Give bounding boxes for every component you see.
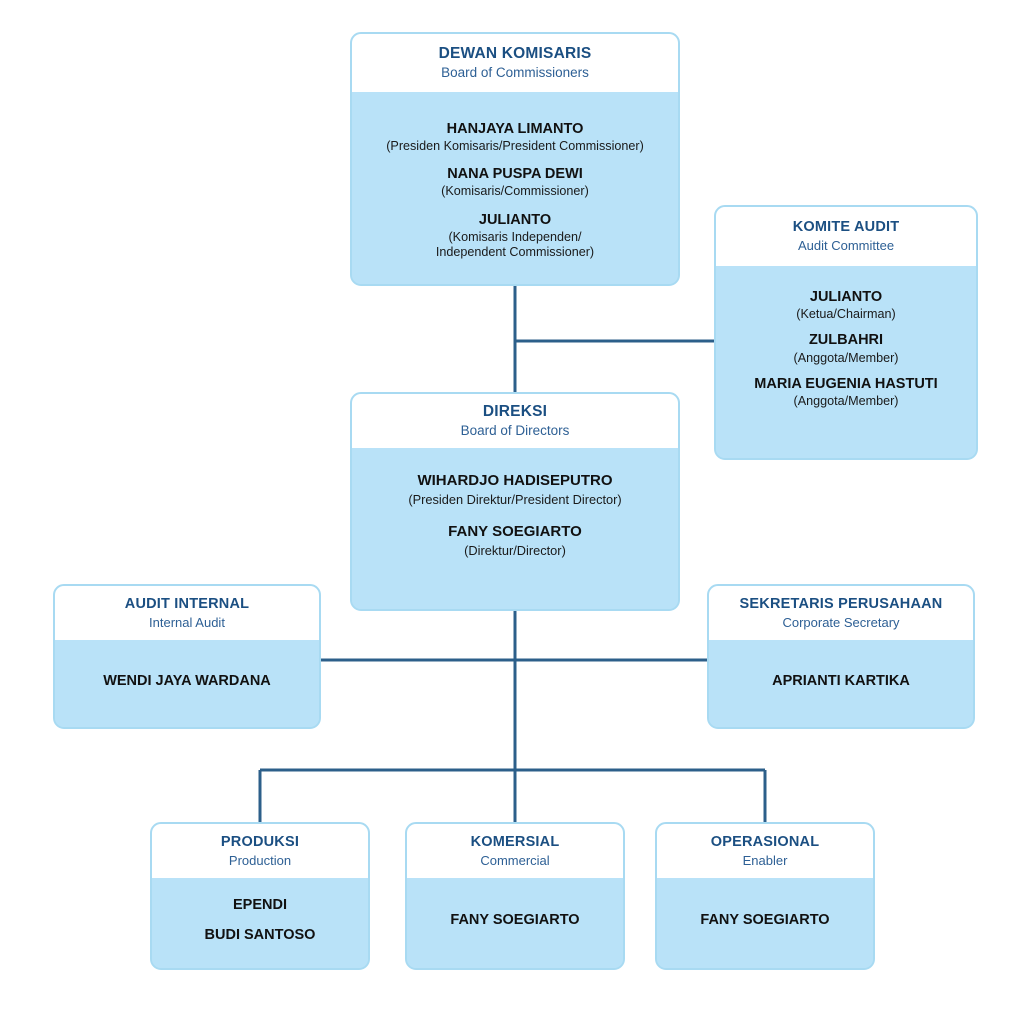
person-entry: JULIANTO (Ketua/Chairman) xyxy=(724,288,968,322)
person-entry: EPENDI xyxy=(160,896,360,914)
box-header: KOMERSIAL Commercial xyxy=(407,824,623,878)
person-role: (Direktur/Director) xyxy=(464,543,566,559)
person-name: BUDI SANTOSO xyxy=(204,927,316,943)
person-name: FANY SOEGIARTO xyxy=(448,523,582,541)
box-subtitle: Production xyxy=(228,852,292,868)
box-dewan-komisaris[interactable]: DEWAN KOMISARIS Board of Commissioners H… xyxy=(350,32,680,286)
person-entry: JULIANTO (Komisaris Independen/Independe… xyxy=(360,211,670,261)
person-role: (Presiden Direktur/President Director) xyxy=(408,491,622,507)
box-header: SEKRETARIS PERUSAHAAN Corporate Secretar… xyxy=(709,586,973,640)
person-name: JULIANTO xyxy=(478,211,552,228)
box-body: WIHARDJO HADISEPUTRO (Presiden Direktur/… xyxy=(352,448,678,609)
person-entry: WENDI JAYA WARDANA xyxy=(63,672,311,690)
person-entry: ZULBAHRI (Anggota/Member) xyxy=(724,331,968,365)
box-body: FANY SOEGIARTO xyxy=(407,878,623,968)
box-body: HANJAYA LIMANTO (Presiden Komisaris/Pres… xyxy=(352,92,678,284)
person-entry: NANA PUSPA DEWI (Komisaris/Commissioner) xyxy=(360,165,670,199)
person-role: (Anggota/Member) xyxy=(793,394,899,409)
person-role: (Komisaris Independen/Independent Commis… xyxy=(435,229,595,260)
person-role: (Presiden Komisaris/President Commission… xyxy=(386,138,644,153)
box-title: DEWAN KOMISARIS xyxy=(438,44,592,62)
box-header: DIREKSI Board of Directors xyxy=(352,394,678,448)
box-direksi[interactable]: DIREKSI Board of Directors WIHARDJO HADI… xyxy=(350,392,680,611)
person-entry: HANJAYA LIMANTO (Presiden Komisaris/Pres… xyxy=(360,120,670,154)
box-title: AUDIT INTERNAL xyxy=(124,595,250,612)
box-header: KOMITE AUDIT Audit Committee xyxy=(716,207,976,266)
box-komersial[interactable]: KOMERSIAL Commercial FANY SOEGIARTO xyxy=(405,822,625,970)
box-body: APRIANTI KARTIKA xyxy=(709,640,973,727)
box-header: AUDIT INTERNAL Internal Audit xyxy=(55,586,319,640)
box-sekretaris-perusahaan[interactable]: SEKRETARIS PERUSAHAAN Corporate Secretar… xyxy=(707,584,975,729)
person-entry: WIHARDJO HADISEPUTRO (Presiden Direktur/… xyxy=(360,472,670,507)
box-body: FANY SOEGIARTO xyxy=(657,878,873,968)
box-audit-internal[interactable]: AUDIT INTERNAL Internal Audit WENDI JAYA… xyxy=(53,584,321,729)
person-name: NANA PUSPA DEWI xyxy=(447,166,583,183)
person-name: JULIANTO xyxy=(809,289,883,305)
person-entry: MARIA EUGENIA HASTUTI (Anggota/Member) xyxy=(724,375,968,409)
box-subtitle: Commercial xyxy=(480,852,550,868)
box-body: JULIANTO (Ketua/Chairman) ZULBAHRI (Angg… xyxy=(716,266,976,458)
box-subtitle: Enabler xyxy=(742,852,788,868)
person-role: (Komisaris/Commissioner) xyxy=(441,184,589,199)
person-entry: APRIANTI KARTIKA xyxy=(717,672,965,690)
person-role: (Ketua/Chairman) xyxy=(796,307,896,322)
box-title: PRODUKSI xyxy=(220,833,300,850)
box-header: OPERASIONAL Enabler xyxy=(657,824,873,878)
person-name: WENDI JAYA WARDANA xyxy=(103,673,271,690)
person-name: EPENDI xyxy=(233,896,287,913)
person-entry: BUDI SANTOSO xyxy=(160,926,360,944)
person-entry: FANY SOEGIARTO (Direktur/Director) xyxy=(360,523,670,558)
person-entry: FANY SOEGIARTO xyxy=(415,911,615,929)
box-body: WENDI JAYA WARDANA xyxy=(55,640,319,727)
box-subtitle: Audit Committee xyxy=(797,238,895,254)
box-subtitle: Board of Commissioners xyxy=(441,65,589,81)
person-name: APRIANTI KARTIKA xyxy=(772,673,910,690)
box-subtitle: Corporate Secretary xyxy=(782,614,900,630)
box-header: DEWAN KOMISARIS Board of Commissioners xyxy=(352,34,678,92)
box-title: SEKRETARIS PERUSAHAAN xyxy=(739,595,943,612)
person-name: FANY SOEGIARTO xyxy=(450,911,580,928)
person-name: ZULBAHRI xyxy=(808,332,884,349)
person-role: (Anggota/Member) xyxy=(793,350,899,365)
box-subtitle: Internal Audit xyxy=(149,614,225,630)
box-komite-audit[interactable]: KOMITE AUDIT Audit Committee JULIANTO (K… xyxy=(714,205,978,460)
person-name: MARIA EUGENIA HASTUTI xyxy=(754,375,938,392)
person-entry: FANY SOEGIARTO xyxy=(665,911,865,929)
person-name: HANJAYA LIMANTO xyxy=(446,120,584,137)
box-operasional[interactable]: OPERASIONAL Enabler FANY SOEGIARTO xyxy=(655,822,875,970)
box-header: PRODUKSI Production xyxy=(152,824,368,878)
box-subtitle: Board of Directors xyxy=(460,423,570,439)
box-produksi[interactable]: PRODUKSI Production EPENDI BUDI SANTOSO xyxy=(150,822,370,970)
person-name: FANY SOEGIARTO xyxy=(700,911,830,928)
box-title: KOMITE AUDIT xyxy=(792,219,900,236)
person-name: WIHARDJO HADISEPUTRO xyxy=(417,472,613,489)
box-title: KOMERSIAL xyxy=(470,833,560,850)
box-title: DIREKSI xyxy=(482,402,548,420)
box-title: OPERASIONAL xyxy=(710,833,820,850)
box-body: EPENDI BUDI SANTOSO xyxy=(152,878,368,968)
